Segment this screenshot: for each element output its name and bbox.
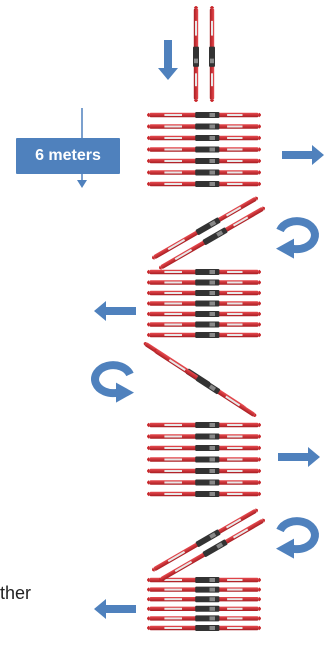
right-arrow-icon bbox=[278, 447, 320, 467]
ski-icon bbox=[147, 123, 261, 130]
ski-icon bbox=[153, 349, 257, 417]
right-arrow-icon bbox=[282, 145, 324, 165]
ski-icon bbox=[147, 615, 261, 622]
ski-icon bbox=[147, 269, 261, 275]
ski-icon bbox=[147, 311, 261, 317]
measure-label: 6 meters bbox=[16, 138, 120, 174]
ski-icon bbox=[147, 491, 261, 497]
ski-icon bbox=[152, 508, 258, 572]
arrows-layer bbox=[77, 40, 324, 619]
ski-icon bbox=[147, 577, 261, 583]
ski-icon bbox=[147, 169, 261, 176]
measure-arrowhead-icon bbox=[77, 180, 87, 188]
ski-icon bbox=[209, 6, 215, 102]
partial-caption-text: ther bbox=[0, 583, 32, 603]
ski-icon bbox=[193, 6, 199, 102]
ski-icon bbox=[147, 146, 261, 153]
ski-icon bbox=[152, 196, 258, 260]
ski-icon bbox=[147, 586, 261, 593]
left-arrow-icon bbox=[94, 599, 136, 619]
ski-icon bbox=[147, 479, 261, 486]
ski-icon bbox=[147, 321, 261, 328]
u-turn-arrow-icon bbox=[276, 517, 319, 559]
ski-icon bbox=[147, 158, 261, 164]
ski-icon bbox=[147, 596, 261, 603]
ski-icon bbox=[147, 332, 261, 338]
u-turn-arrow-icon bbox=[276, 217, 319, 259]
ski-icon bbox=[147, 445, 261, 451]
ski-icon bbox=[147, 625, 261, 631]
ski-icon bbox=[147, 605, 261, 612]
measure-label-text: 6 meters bbox=[35, 147, 101, 164]
ski-icon bbox=[147, 433, 261, 440]
ski-icon bbox=[147, 181, 261, 187]
ski-icon bbox=[159, 518, 265, 582]
u-turn-arrow-icon bbox=[91, 361, 134, 403]
ski-icon bbox=[147, 279, 261, 286]
left-arrow-icon bbox=[94, 301, 136, 321]
ski-icon bbox=[159, 206, 265, 270]
ski-icon bbox=[147, 112, 261, 118]
down-arrow-icon bbox=[158, 40, 178, 80]
ski-icon bbox=[147, 290, 261, 296]
ski-icon bbox=[147, 422, 261, 428]
ski-icon bbox=[147, 135, 261, 141]
ski-icon bbox=[147, 456, 261, 463]
skis-layer bbox=[143, 6, 265, 631]
ski-icon bbox=[147, 468, 261, 474]
ski-icon bbox=[147, 300, 261, 307]
